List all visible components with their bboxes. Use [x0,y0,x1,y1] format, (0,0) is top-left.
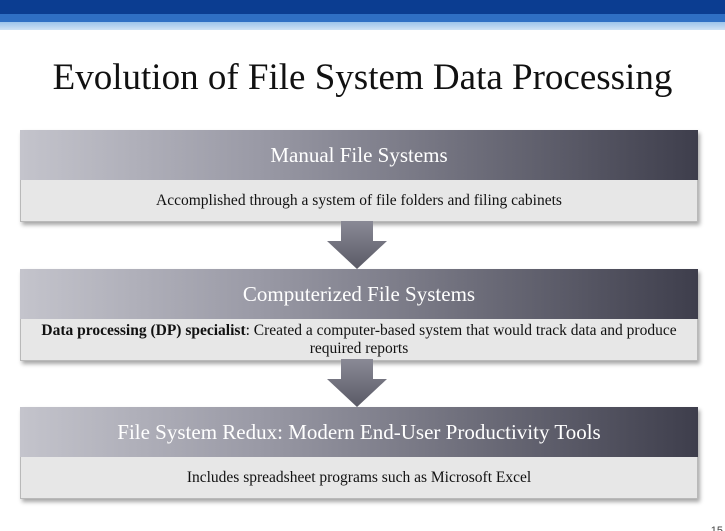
stage-heading: File System Redux: Modern End-User Produ… [20,407,698,457]
stage-heading: Manual File Systems [20,130,698,180]
top-banner-bar [0,0,725,30]
term-dp-specialist: Data processing (DP) specialist [41,322,246,339]
stage-file-system-redux: File System Redux: Modern End-User Produ… [20,407,698,499]
page-number: 15 [710,525,723,531]
down-arrow-icon [327,221,387,269]
stage-computerized-file-systems: Computerized File Systems Data processin… [20,269,698,361]
slide-title: Evolution of File System Data Processing [52,57,673,98]
term-definition: : Created a computer-based system that w… [245,322,677,357]
stage-description: Data processing (DP) specialist: Created… [20,319,698,361]
stage-description: Accomplished through a system of file fo… [20,180,698,222]
stage-manual-file-systems: Manual File Systems Accomplished through… [20,130,698,222]
stage-description: Includes spreadsheet programs such as Mi… [20,457,698,499]
down-arrow-icon [327,359,387,407]
stage-heading: Computerized File Systems [20,269,698,319]
